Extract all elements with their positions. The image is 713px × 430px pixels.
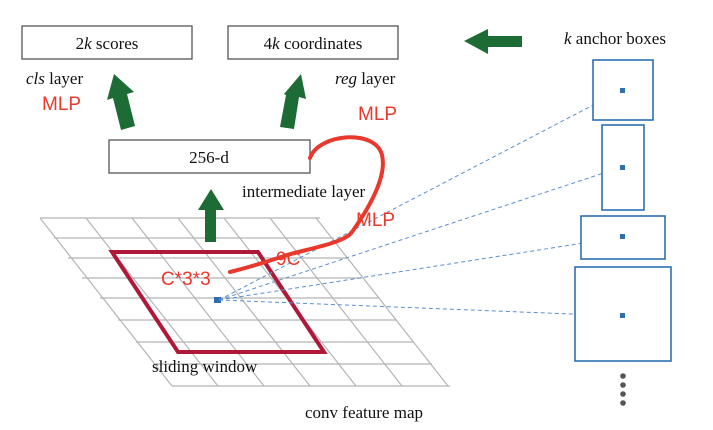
anchor-projection-lines <box>218 89 623 317</box>
arrow-to-anchors-icon <box>464 29 522 54</box>
ellipsis-dots-icon <box>620 373 626 406</box>
arrow-up-reg-icon <box>280 74 306 129</box>
mlp-intermediate-annotation: MLP <box>356 210 395 231</box>
window-center-point <box>214 297 221 303</box>
anchor-boxes <box>574 59 672 406</box>
coordinates-box <box>227 25 399 60</box>
anchor-box-1-center <box>620 88 625 93</box>
mlp-reg-annotation: MLP <box>358 104 397 125</box>
arrow-up-intermediate-icon <box>198 189 224 242</box>
scores-box <box>21 25 193 60</box>
annotation-curve <box>228 135 385 274</box>
c33-annotation: C*3*3 <box>161 269 211 290</box>
nine-c-annotation: 9C <box>276 249 300 270</box>
anchor-box-2-center <box>620 165 625 170</box>
anchor-box-4-center <box>620 313 625 318</box>
intermediate-layer-label: intermediate layer <box>242 182 366 201</box>
anchor-boxes-label: k anchor boxes <box>564 29 666 48</box>
arrow-up-cls-icon <box>107 74 135 130</box>
anchor-box-3-center <box>620 234 625 239</box>
coordinates-box-label: 4k coordinates <box>264 34 363 53</box>
sliding-window-label: sliding window <box>152 357 258 376</box>
scores-box-label: 2k scores <box>76 34 139 53</box>
intermediate-box-label: 256-d <box>189 148 229 167</box>
cls-layer-label: cls layer <box>26 69 83 88</box>
reg-layer-label: reg layer <box>335 69 396 88</box>
sliding-window-frame <box>108 250 328 354</box>
conv-feature-map-label: conv feature map <box>305 403 423 422</box>
mlp-cls-annotation: MLP <box>42 94 81 115</box>
